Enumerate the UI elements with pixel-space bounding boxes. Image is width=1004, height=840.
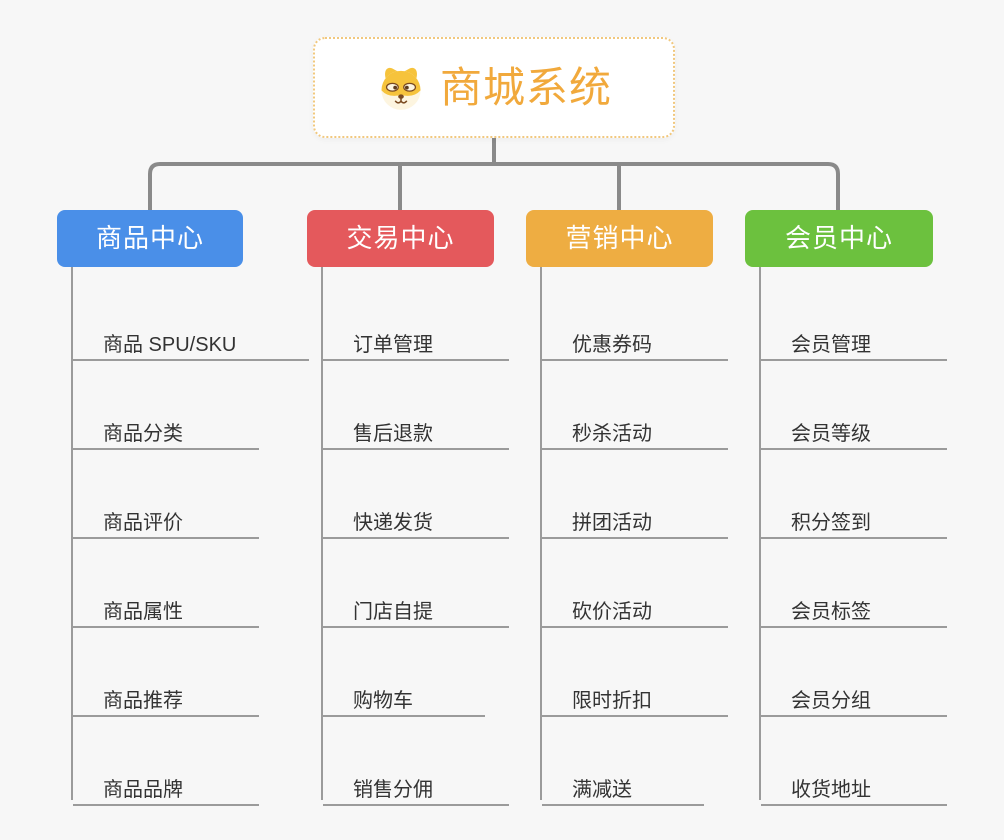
branch-children-marketing-center: 优惠券码 秒杀活动 拼团活动 砍价活动 限时折扣 满减送 bbox=[540, 267, 772, 806]
branch-node-trade-center[interactable]: 交易中心 bbox=[307, 210, 494, 267]
node-item[interactable]: 砍价活动 bbox=[542, 586, 728, 628]
branch-node-member-center[interactable]: 会员中心 bbox=[745, 210, 933, 267]
branch-node-product-center[interactable]: 商品中心 bbox=[57, 210, 243, 267]
node-item[interactable]: 商品品牌 bbox=[73, 764, 259, 806]
node-item[interactable]: 会员标签 bbox=[761, 586, 947, 628]
node-item[interactable]: 会员等级 bbox=[761, 408, 947, 450]
branch-children-trade-center: 订单管理 售后退款 快递发货 门店自提 购物车 销售分佣 bbox=[321, 267, 553, 806]
node-item[interactable]: 拼团活动 bbox=[542, 497, 728, 539]
node-item[interactable]: 满减送 bbox=[542, 764, 704, 806]
connector-frame-line bbox=[148, 162, 840, 210]
node-item[interactable]: 限时折扣 bbox=[542, 675, 728, 717]
node-item[interactable]: 商品分类 bbox=[73, 408, 259, 450]
branch-node-marketing-center[interactable]: 营销中心 bbox=[526, 210, 713, 267]
root-node[interactable]: 商城系统 bbox=[313, 37, 675, 138]
node-item[interactable]: 销售分佣 bbox=[323, 764, 509, 806]
branch-children-product-center: 商品 SPU/SKU 商品分类 商品评价 商品属性 商品推荐 商品品牌 bbox=[71, 267, 309, 806]
node-item[interactable]: 购物车 bbox=[323, 675, 485, 717]
node-item[interactable]: 商品评价 bbox=[73, 497, 259, 539]
node-item[interactable]: 秒杀活动 bbox=[542, 408, 728, 450]
node-item[interactable]: 商品属性 bbox=[73, 586, 259, 628]
node-item[interactable]: 优惠券码 bbox=[542, 319, 728, 361]
node-item[interactable]: 会员分组 bbox=[761, 675, 947, 717]
node-item[interactable]: 收货地址 bbox=[761, 764, 947, 806]
dog-face-icon bbox=[381, 67, 421, 110]
branch-children-member-center: 会员管理 会员等级 积分签到 会员标签 会员分组 收货地址 bbox=[759, 267, 991, 806]
node-item[interactable]: 订单管理 bbox=[323, 319, 509, 361]
node-item[interactable]: 商品 SPU/SKU bbox=[73, 319, 309, 361]
node-item[interactable]: 会员管理 bbox=[761, 319, 947, 361]
node-item[interactable]: 快递发货 bbox=[323, 497, 509, 539]
root-node-label: 商城系统 bbox=[439, 63, 612, 111]
node-item[interactable]: 门店自提 bbox=[323, 586, 509, 628]
node-item[interactable]: 商品推荐 bbox=[73, 675, 259, 717]
node-item[interactable]: 积分签到 bbox=[761, 497, 947, 539]
node-item[interactable]: 售后退款 bbox=[323, 408, 509, 450]
